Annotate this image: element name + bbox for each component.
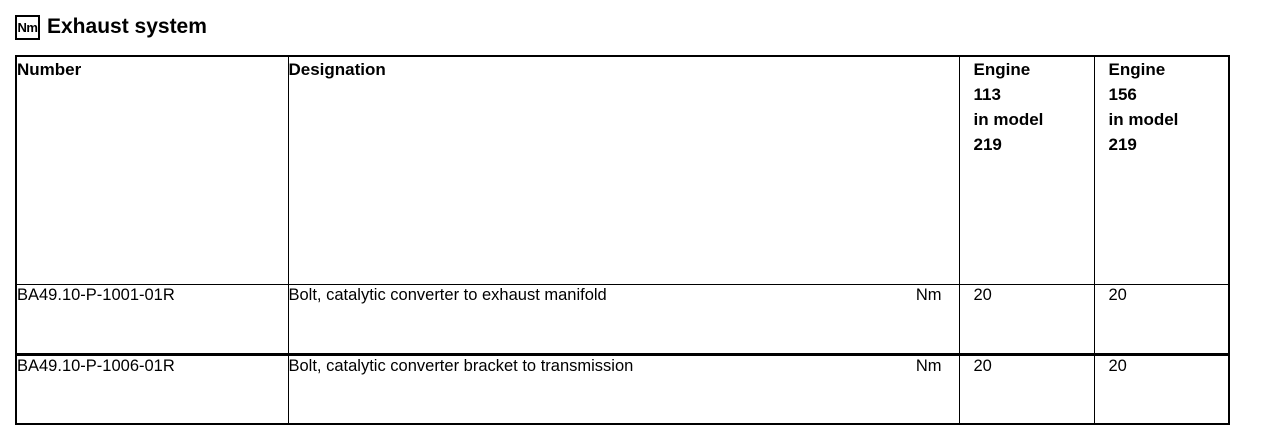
- nm-unit-icon: Nm: [15, 14, 40, 40]
- section-title: Nm Exhaust system: [15, 13, 207, 41]
- column-header-number: Number: [15, 55, 289, 285]
- cell-number: BA49.10-P-1001-01R: [15, 283, 289, 355]
- cell-number: BA49.10-P-1006-01R: [15, 352, 289, 425]
- page-title: Exhaust system: [47, 15, 207, 38]
- designation-text: Bolt, catalytic converter bracket to tra…: [288, 356, 634, 375]
- table-header-row: Number Designation Engine 113 in model 2…: [15, 55, 1230, 285]
- unit-label: Nm: [915, 285, 942, 304]
- cell-engine-113-value: 20: [958, 352, 1095, 425]
- torque-specification-table: Number Designation Engine 113 in model 2…: [15, 55, 1230, 425]
- column-header-engine-113: Engine 113 in model 219: [958, 55, 1095, 285]
- unit-label: Nm: [915, 356, 942, 375]
- column-header-designation: Designation: [287, 55, 960, 285]
- cell-engine-156-value: 20: [1093, 352, 1230, 425]
- cell-designation: Bolt, catalytic converter bracket to tra…: [287, 352, 960, 425]
- column-header-engine-156: Engine 156 in model 219: [1093, 55, 1230, 285]
- table-row: BA49.10-P-1006-01R Bolt, catalytic conve…: [15, 352, 1230, 425]
- designation-text: Bolt, catalytic converter to exhaust man…: [288, 285, 607, 304]
- cell-designation: Bolt, catalytic converter to exhaust man…: [287, 283, 960, 355]
- cell-engine-113-value: 20: [958, 283, 1095, 355]
- table-row: BA49.10-P-1001-01R Bolt, catalytic conve…: [15, 283, 1230, 355]
- cell-engine-156-value: 20: [1093, 283, 1230, 355]
